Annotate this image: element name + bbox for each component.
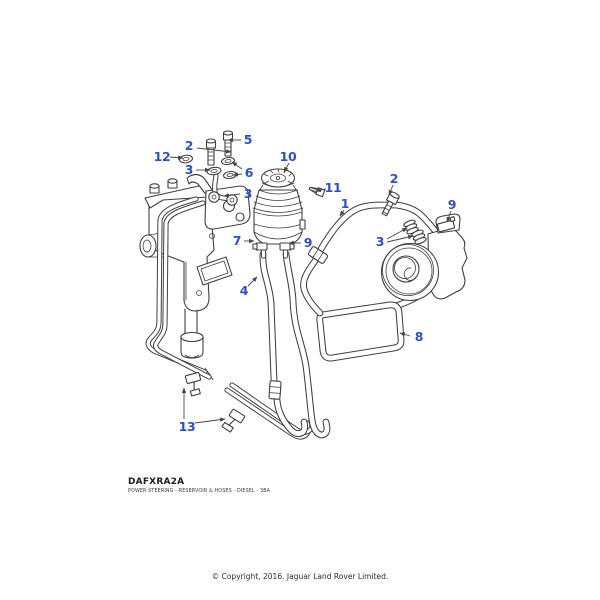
callout-leader-lines xyxy=(169,137,452,424)
sealing-washer-3 xyxy=(206,166,222,176)
banjo-bolt-2 xyxy=(205,138,217,166)
fluid-reservoir xyxy=(252,168,326,259)
hose-connector xyxy=(268,380,282,400)
callout-3-pump-seals[interactable]: 3 xyxy=(375,233,385,249)
pump-bolt xyxy=(381,191,400,217)
pipe-clip-left xyxy=(184,371,202,397)
sealing-washer-6a xyxy=(220,156,236,166)
callout-6-washers[interactable]: 6 xyxy=(244,164,254,180)
callout-11-screw[interactable]: 11 xyxy=(324,179,342,195)
power-steering-pump xyxy=(380,191,468,302)
reservoir-hose-clip-left xyxy=(252,242,268,251)
callout-4-hose[interactable]: 4 xyxy=(239,282,249,298)
reservoir-tab xyxy=(299,219,306,230)
callout-13-pipe-clips[interactable]: 13 xyxy=(178,418,196,434)
figure-code: DAFXRA2A xyxy=(128,477,185,487)
reservoir-hose-4 xyxy=(259,250,309,437)
pump-hose-clip xyxy=(436,216,456,233)
callout-8-loop-hose[interactable]: 8 xyxy=(414,328,424,344)
pump-seal-stack xyxy=(403,219,419,235)
hose-connector xyxy=(307,246,329,264)
callout-10-cap[interactable]: 10 xyxy=(279,148,297,164)
callout-7-clip[interactable]: 7 xyxy=(232,232,242,248)
gear-studs xyxy=(149,178,178,194)
callout-2-pump-bolt[interactable]: 2 xyxy=(389,170,399,186)
reservoir-hose-clip-right xyxy=(279,242,295,251)
callout-12-washer[interactable]: 12 xyxy=(153,148,171,164)
callout-3-valve[interactable]: 3 xyxy=(243,185,253,201)
callout-1-hose[interactable]: 1 xyxy=(340,195,350,211)
callout-5-banjo-bolt[interactable]: 5 xyxy=(243,131,253,147)
reservoir-cap xyxy=(260,168,296,188)
pipe-clip-right xyxy=(221,408,246,433)
return-pipe xyxy=(282,250,331,439)
copyright-notice: © Copyright, 2016. Jaguar Land Rover Lim… xyxy=(211,572,389,581)
callout-3-washer[interactable]: 3 xyxy=(184,161,194,177)
callout-2-banjo-bolt[interactable]: 2 xyxy=(184,137,194,153)
callout-9-clip[interactable]: 9 xyxy=(303,234,313,250)
banjo-bolt-5 xyxy=(222,130,234,157)
callout-9-pump-clip[interactable]: 9 xyxy=(447,196,457,212)
figure-description: POWER STEERING - RESERVOIR & HOSES - DIE… xyxy=(128,489,271,494)
gear-pipes xyxy=(145,196,214,381)
